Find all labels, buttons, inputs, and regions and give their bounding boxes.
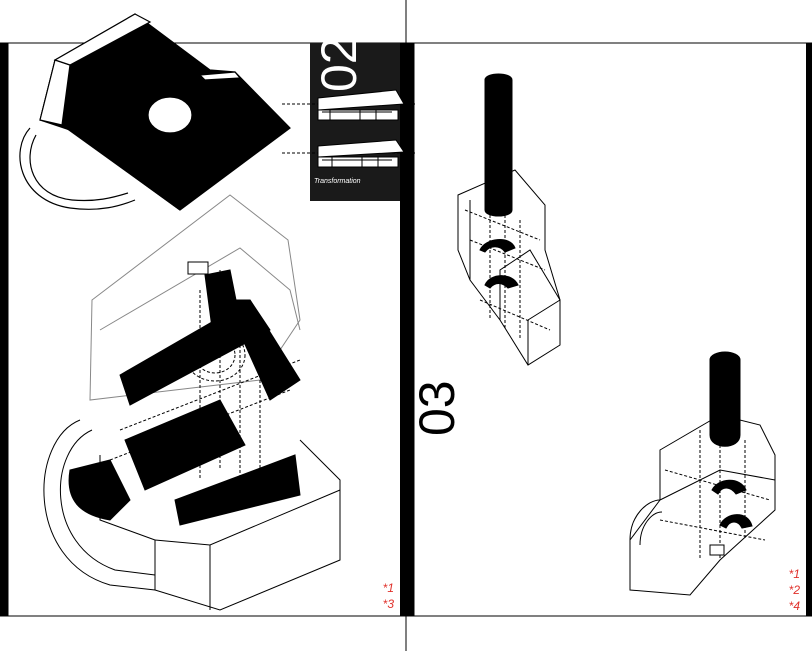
footnote-marker: *1 xyxy=(382,581,394,595)
footnote-marker: *4 xyxy=(788,599,800,613)
footnote-marker: *2 xyxy=(788,583,800,597)
footnote-marker: *1 xyxy=(788,567,800,581)
section-number-03: 03 xyxy=(409,380,465,436)
right-edge-bar xyxy=(806,43,812,616)
fold-sequence-icons xyxy=(282,89,415,168)
center-spine-bar xyxy=(400,43,414,616)
transformation-panel xyxy=(310,43,400,201)
panel-caption: Transformation xyxy=(314,178,361,185)
left-edge-bar xyxy=(0,43,8,616)
section-number-02: 02 xyxy=(311,36,367,92)
closed-object-drawing xyxy=(19,13,291,211)
cylinder-assembly-bottom xyxy=(629,351,776,596)
open-object-drawing xyxy=(43,194,341,611)
left-footnotes: *1 *3 xyxy=(372,580,394,612)
footnote-marker: *3 xyxy=(382,597,394,611)
cylinder-assembly-top xyxy=(457,73,561,366)
right-footnotes: *1 *2 *4 xyxy=(778,566,800,614)
